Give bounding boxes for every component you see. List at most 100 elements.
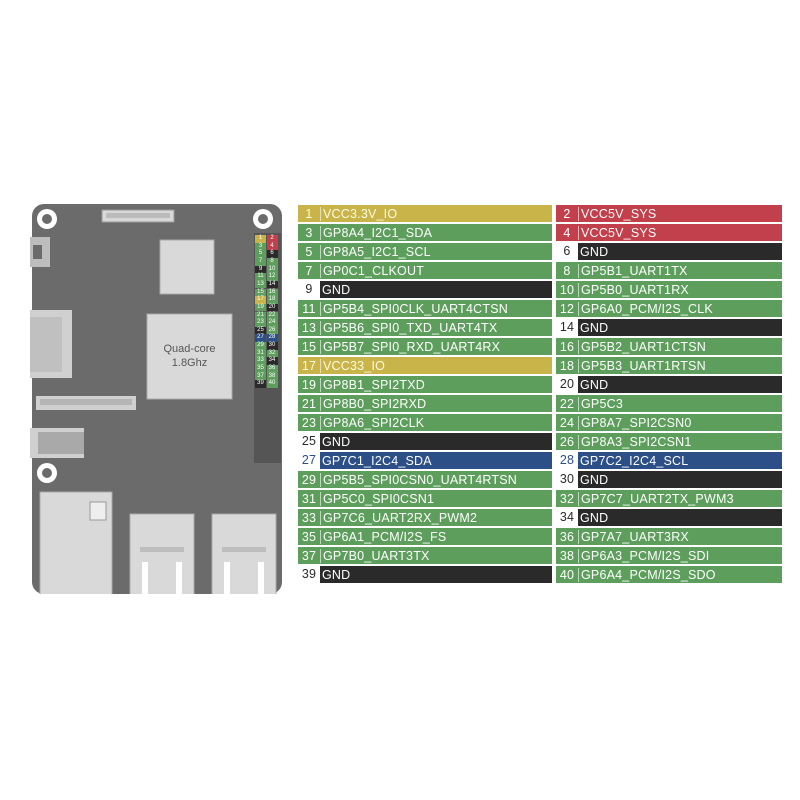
pin-number: 37 xyxy=(298,548,321,563)
pin-number: 26 xyxy=(556,434,579,449)
pin-number: 1 xyxy=(298,206,321,221)
pin-number: 27 xyxy=(298,452,320,469)
mounting-hole-bottom-left xyxy=(37,463,57,483)
pin-name: GP8B1_SPI2TXD xyxy=(323,377,425,392)
pin-name: GP8A5_I2C1_SCL xyxy=(323,244,431,259)
pin-number: 38 xyxy=(556,548,579,563)
pin-name: VCC5V_SYS xyxy=(581,206,657,221)
mounting-hole-top-left xyxy=(37,209,57,229)
pin-name: GP6A1_PCM/I2S_FS xyxy=(323,529,447,544)
pin-name: GND xyxy=(322,282,351,297)
pin-number: 29 xyxy=(298,472,321,487)
pin-name: VCC5V_SYS xyxy=(581,225,657,240)
pin-number: 33 xyxy=(298,510,321,525)
pin-number: 12 xyxy=(556,301,579,316)
pin-number: 18 xyxy=(556,358,579,373)
cpu-label-line1: Quad-core xyxy=(164,343,216,355)
pin-name: GND xyxy=(322,434,351,449)
pin-name: GP8A6_SPI2CLK xyxy=(323,415,425,430)
pin-name: GND xyxy=(580,472,609,487)
header-pin-33: 33 xyxy=(255,357,266,365)
usb-port-1 xyxy=(129,513,195,594)
header-pin-22: 22 xyxy=(266,311,278,320)
pin-name: GP8A3_SPI2CSN1 xyxy=(581,434,692,449)
pin-number: 7 xyxy=(298,263,321,278)
pin-number: 25 xyxy=(298,433,320,450)
pin-name: GP5B0_UART1RX xyxy=(581,282,689,297)
pin-name: GP5B7_SPI0_RXD_UART4RX xyxy=(323,339,501,354)
header-pin-8: 8 xyxy=(266,257,278,266)
pin-number: 23 xyxy=(298,415,321,430)
pin-name: GND xyxy=(322,567,351,582)
pin-name: GP5B2_UART1CTSN xyxy=(581,339,707,354)
pin-number: 2 xyxy=(556,206,579,221)
header-pin-26: 26 xyxy=(266,326,278,335)
pin-name: GND xyxy=(580,510,609,525)
pin-name: GP5B6_SPI0_TXD_UART4TX xyxy=(323,320,498,335)
pin-number: 10 xyxy=(556,282,579,297)
header-pin-9: 9 xyxy=(255,265,266,274)
header-pin-25: 25 xyxy=(255,326,266,335)
pin-number: 19 xyxy=(298,377,321,392)
pin-number: 16 xyxy=(556,339,579,354)
pin-number: 3 xyxy=(298,225,321,240)
pin-number: 17 xyxy=(298,358,321,373)
header-pin-36: 36 xyxy=(266,365,278,373)
header-pin-12: 12 xyxy=(266,273,278,281)
pin-name: GND xyxy=(580,320,609,335)
pin-name: GND xyxy=(580,377,609,392)
pin-number: 15 xyxy=(298,339,321,354)
header-pin-15: 15 xyxy=(255,288,266,297)
mounting-hole-top-right xyxy=(253,209,273,229)
pin-name: GP5C0_SPI0CSN1 xyxy=(323,491,435,506)
pin-number: 8 xyxy=(556,263,579,278)
pin-number: 28 xyxy=(556,452,578,469)
header-pin-3: 3 xyxy=(255,242,266,251)
header-pin-11: 11 xyxy=(255,273,266,281)
pin-name: GP5B5_SPI0CSN0_UART4RTSN xyxy=(323,472,518,487)
memory-chip xyxy=(159,239,215,295)
pin-number: 35 xyxy=(298,529,321,544)
pin-number: 14 xyxy=(556,319,578,336)
header-pin-2: 2 xyxy=(266,235,278,243)
pin-number: 9 xyxy=(298,281,320,298)
header-pin-4: 4 xyxy=(266,242,278,251)
header-pin-38: 38 xyxy=(266,372,278,381)
pin-name: GP0C1_CLKOUT xyxy=(323,263,425,278)
header-pin-39: 39 xyxy=(255,380,266,388)
header-pin-16: 16 xyxy=(266,288,278,297)
pin-number: 39 xyxy=(298,566,320,583)
pin-name: GP8A4_I2C1_SDA xyxy=(323,225,433,240)
pin-number: 40 xyxy=(556,567,579,582)
pin-number: 36 xyxy=(556,529,579,544)
pin-number: 13 xyxy=(298,320,321,335)
header-pin-13: 13 xyxy=(255,280,266,289)
usb-port-2 xyxy=(211,513,277,594)
header-pin-35: 35 xyxy=(255,365,266,373)
cpu-label-line2: 1.8Ghz xyxy=(172,357,207,369)
pin-name: GP5B4_SPI0CLK_UART4CTSN xyxy=(323,301,509,316)
pin-name: GP5C3 xyxy=(581,396,623,411)
header-pin-18: 18 xyxy=(266,296,278,304)
pin-number: 22 xyxy=(556,396,579,411)
